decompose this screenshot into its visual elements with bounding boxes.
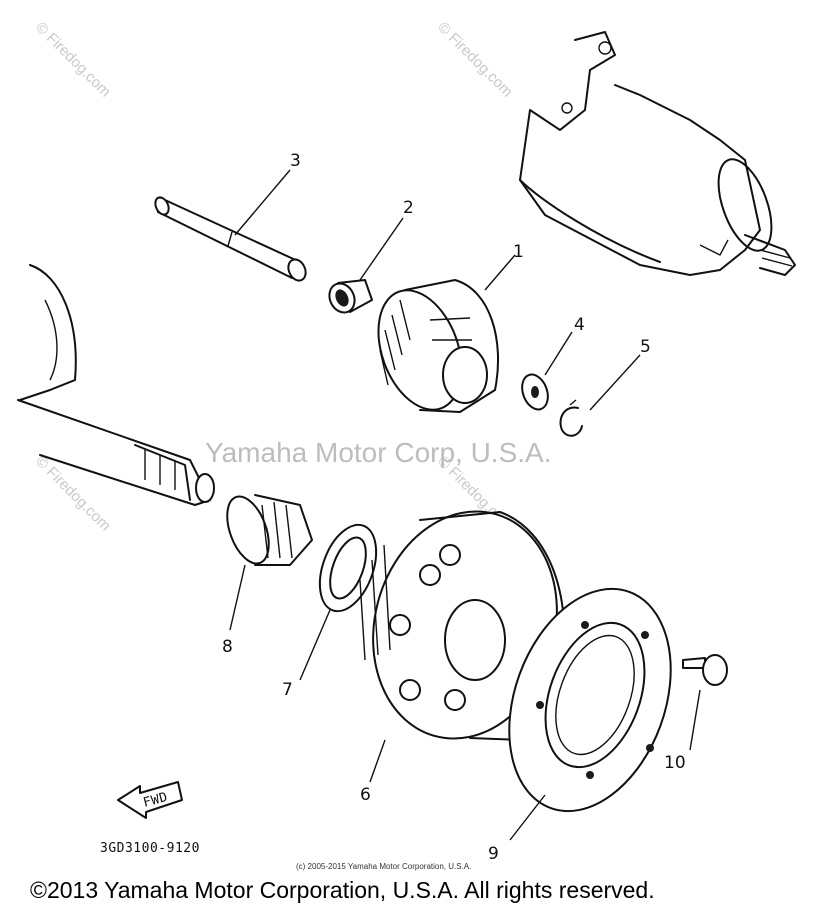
callout-3: 3 (290, 151, 301, 171)
callout-1: 1 (513, 242, 524, 262)
leader-lines (229, 169, 701, 841)
small-copyright: (c) 2005-2015 Yamaha Motor Corporation, … (296, 862, 471, 871)
fwd-arrow: FWD (117, 781, 183, 819)
fwd-label: FWD (142, 790, 170, 811)
part-9-clutch (508, 587, 672, 813)
callout-2: 2 (403, 198, 414, 218)
watermark-top-left: © Firedog.com (32, 19, 114, 101)
callout-10: 10 (664, 753, 686, 773)
part-7-washer (318, 523, 378, 613)
part-1-idler-gear (377, 279, 499, 413)
part-4-washer (521, 373, 549, 411)
starter-motor (519, 31, 796, 276)
callout-7: 7 (282, 680, 293, 700)
part-10-bolt (682, 654, 728, 686)
diagram-part-code: 3GD3100-9120 (100, 841, 200, 856)
center-watermark: Yamaha Motor Corp, U.S.A. (205, 437, 552, 468)
part-3-shaft (154, 196, 307, 282)
callout-4: 4 (574, 315, 585, 335)
callout-9: 9 (488, 844, 499, 864)
footer-copyright: ©2013 Yamaha Motor Corporation, U.S.A. A… (30, 877, 655, 903)
part-8-bearing (226, 494, 313, 566)
watermark-top-center: © Firedog.com (434, 19, 516, 101)
part-5-circlip (559, 399, 583, 437)
callout-5: 5 (640, 337, 651, 357)
callout-6: 6 (360, 785, 371, 805)
part-2-needle-bearing (328, 279, 373, 314)
crankshaft (17, 264, 215, 506)
callout-8: 8 (222, 637, 233, 657)
